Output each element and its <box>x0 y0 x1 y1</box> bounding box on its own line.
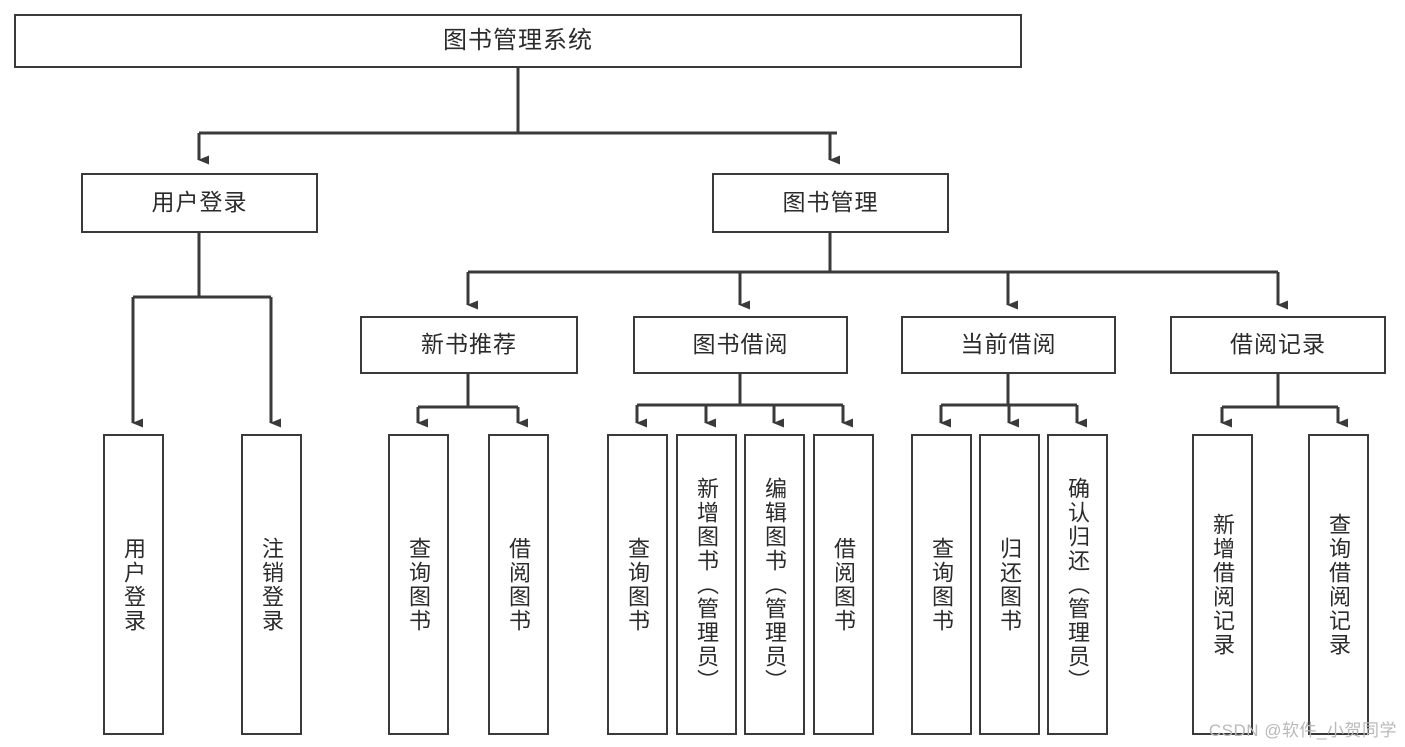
leaf-borrow-book-2[interactable]: 借阅图书 <box>813 434 874 735</box>
leaf-label: 借阅图书 <box>506 536 532 633</box>
leaf-label: 新增借阅记录 <box>1210 512 1236 657</box>
node-label: 用户登录 <box>151 189 248 216</box>
leaf-query-book-2[interactable]: 查询图书 <box>607 434 668 735</box>
node-book-borrow[interactable]: 图书借阅 <box>633 316 848 374</box>
leaf-return-book[interactable]: 归还图书 <box>979 434 1040 735</box>
leaf-confirm-return[interactable]: 确认归还（管理员） <box>1047 434 1108 735</box>
node-book-management[interactable]: 图书管理 <box>712 173 949 233</box>
node-label: 图书管理系统 <box>443 26 593 54</box>
leaf-label: 查询借阅记录 <box>1326 512 1352 657</box>
leaf-user-login[interactable]: 用户登录 <box>103 434 164 735</box>
watermark-text: CSDN @软件_小贺同学 <box>1208 721 1397 740</box>
leaf-add-book[interactable]: 新增图书（管理员） <box>676 434 737 735</box>
leaf-label: 编辑图书（管理员） <box>762 476 788 693</box>
node-label: 图书借阅 <box>692 331 789 358</box>
leaf-add-record[interactable]: 新增借阅记录 <box>1192 434 1253 735</box>
leaf-query-book-1[interactable]: 查询图书 <box>388 434 449 735</box>
leaf-label: 查询图书 <box>929 536 955 633</box>
node-new-book-recommend[interactable]: 新书推荐 <box>360 316 578 374</box>
node-label: 新书推荐 <box>421 331 517 358</box>
leaf-label: 查询图书 <box>625 536 651 633</box>
leaf-edit-book[interactable]: 编辑图书（管理员） <box>744 434 805 735</box>
leaf-borrow-book-1[interactable]: 借阅图书 <box>488 434 549 735</box>
leaf-query-record[interactable]: 查询借阅记录 <box>1308 434 1369 735</box>
node-user-login[interactable]: 用户登录 <box>81 173 318 233</box>
node-borrow-record[interactable]: 借阅记录 <box>1170 316 1386 374</box>
leaf-label: 查询图书 <box>406 536 432 633</box>
node-label: 当前借阅 <box>960 331 1057 358</box>
leaf-label: 用户登录 <box>121 536 147 633</box>
leaf-logout[interactable]: 注销登录 <box>241 434 302 735</box>
node-label: 借阅记录 <box>1230 331 1326 358</box>
leaf-label: 注销登录 <box>259 536 285 633</box>
node-root-book-management-system[interactable]: 图书管理系统 <box>14 14 1022 68</box>
node-label: 图书管理 <box>782 189 879 216</box>
leaf-label: 确认归还（管理员） <box>1065 476 1091 693</box>
leaf-label: 借阅图书 <box>831 536 857 633</box>
node-current-borrow[interactable]: 当前借阅 <box>901 316 1116 374</box>
leaf-label: 归还图书 <box>997 536 1023 633</box>
leaf-label: 新增图书（管理员） <box>694 476 720 693</box>
leaf-query-book-3[interactable]: 查询图书 <box>911 434 972 735</box>
